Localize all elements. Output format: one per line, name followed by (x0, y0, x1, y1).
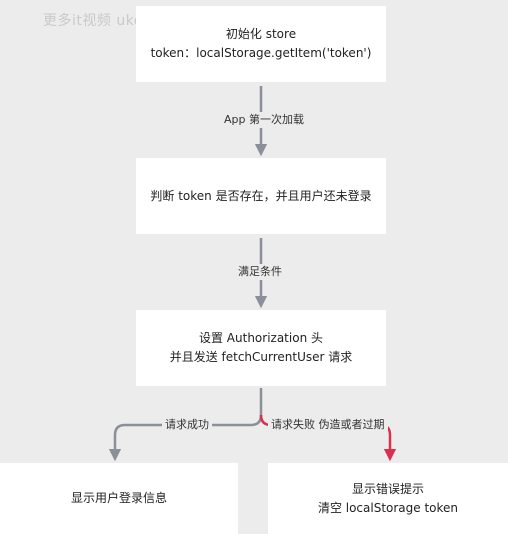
node-init-store: 初始化 store token：localStorage.getItem('to… (136, 6, 386, 82)
node-setauth-title: 设置 Authorization 头 (198, 331, 323, 345)
node-setauth-detail: 并且发送 fetchCurrentUser 请求 (169, 350, 353, 364)
edge-label-app-load: App 第一次加载 (221, 112, 307, 128)
node-init-detail: token：localStorage.getItem('token') (150, 46, 372, 60)
node-init-title: 初始化 store (225, 27, 297, 41)
edge-label-fail: 请求失败 伪造或者过期 (268, 418, 388, 432)
edge-label-success: 请求成功 (162, 418, 212, 432)
node-fail-detail: 清空 localStorage token (317, 500, 459, 515)
node-success-title: 显示用户登录信息 (70, 491, 167, 505)
edge-label-condition: 满足条件 (235, 264, 285, 280)
node-show-error: 显示错误提示 清空 localStorage token (268, 463, 508, 534)
node-fail-title: 显示错误提示 (351, 481, 424, 496)
node-check-title: 判断 token 是否存在，并且用户还未登录 (150, 188, 372, 203)
node-set-authorization: 设置 Authorization 头 并且发送 fetchCurrentUser… (136, 310, 386, 386)
node-show-user-info: 显示用户登录信息 (0, 463, 238, 534)
node-check-token: 判断 token 是否存在，并且用户还未登录 (136, 158, 386, 234)
